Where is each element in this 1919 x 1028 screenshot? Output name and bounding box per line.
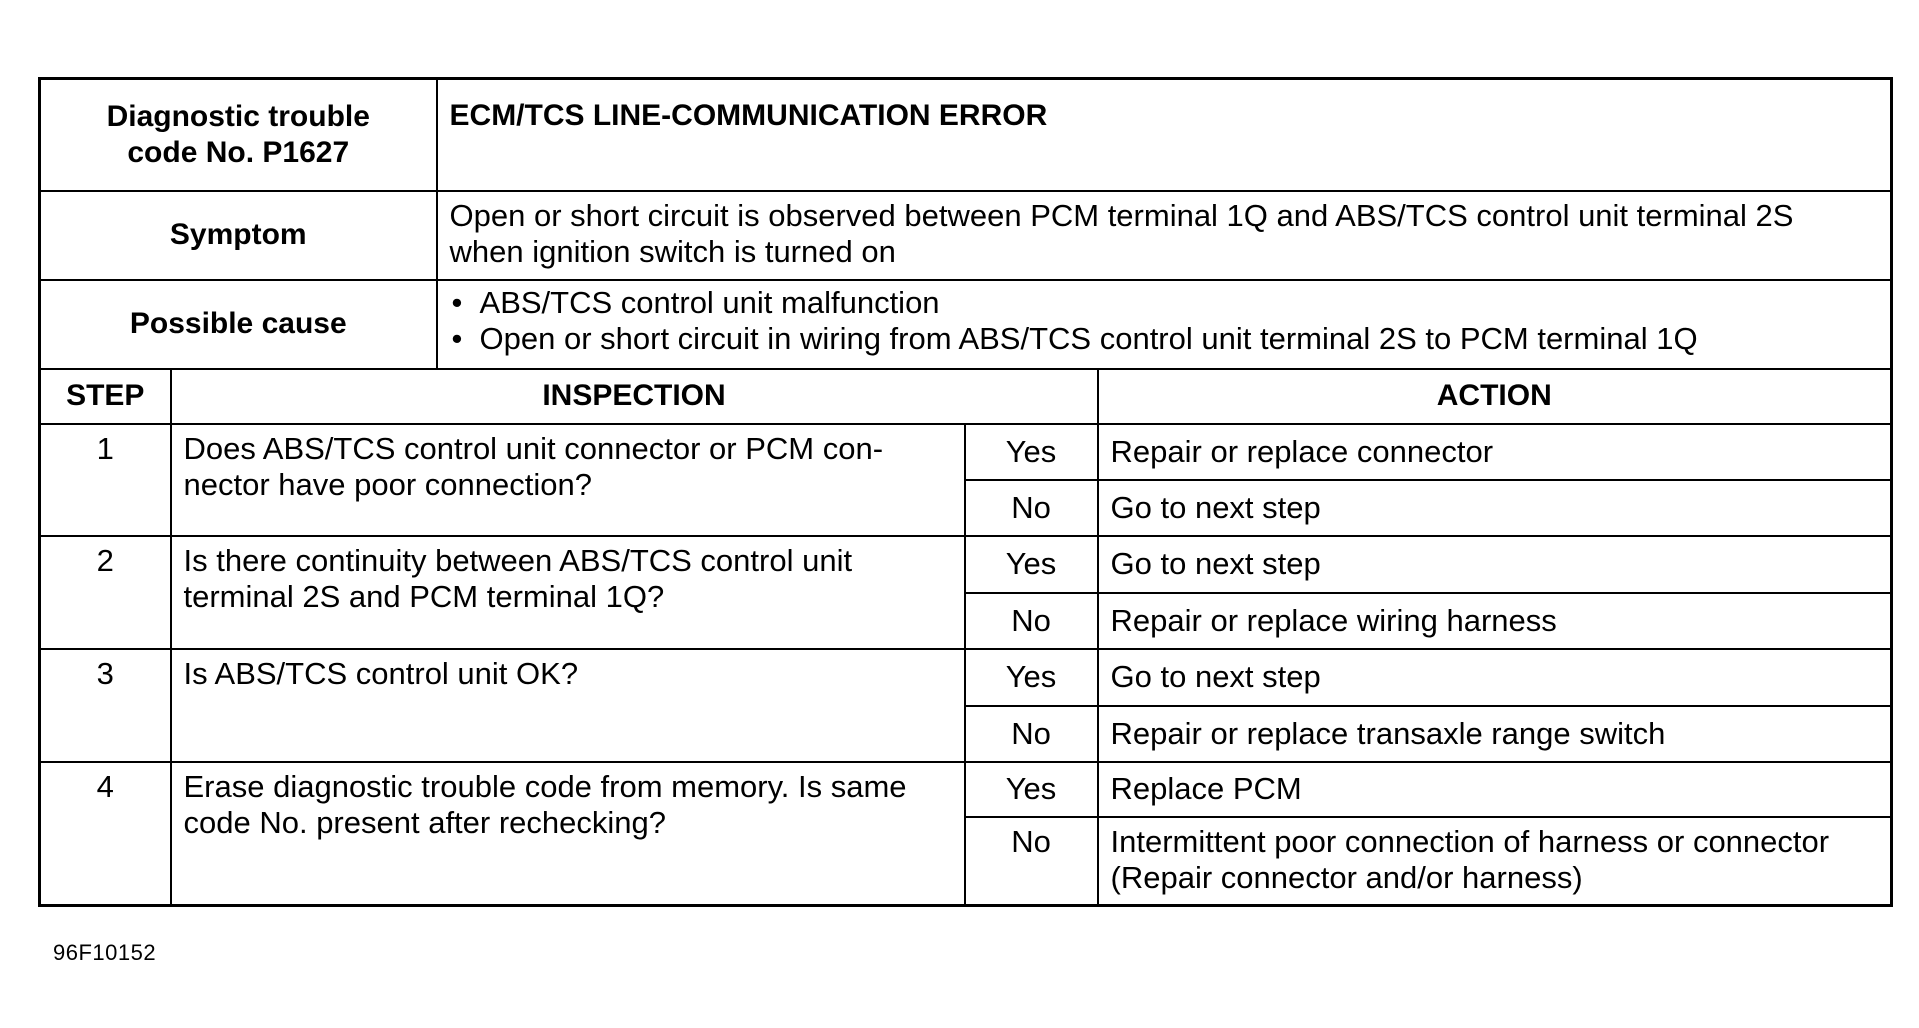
table-row: 2 Is there continuity between ABS/TCS co…: [38, 534, 1894, 650]
yes-action: Replace PCM: [1096, 760, 1894, 818]
no-label: No: [963, 704, 1099, 763]
yes-label: Yes: [963, 647, 1099, 707]
step-number: 1: [38, 422, 172, 537]
inspection-line: Does ABS/TCS control unit connector or P…: [183, 430, 884, 466]
step-number: 4: [38, 760, 172, 907]
symptom-text-cell: Open or short circuit is observed betwee…: [435, 189, 1894, 281]
step-number: 2: [38, 534, 172, 650]
table-row: 3 Is ABS/TCS control unit OK? Yes Go to …: [38, 647, 1894, 763]
inspection-line: nector have poor connection?: [183, 466, 592, 502]
inspection-line: code No. present after rechecking?: [183, 804, 667, 840]
step-column-header: STEP: [38, 367, 172, 425]
yes-label: Yes: [963, 534, 1099, 594]
yes-action: Go to next step: [1096, 647, 1894, 707]
cause-list: • ABS/TCS control unit malfunction • Open …: [438, 281, 1891, 357]
no-action: Repair or replace transaxle range switch: [1096, 704, 1894, 763]
inspection-text: Does ABS/TCS control unit connector or P…: [169, 422, 966, 537]
yes-label: Yes: [963, 760, 1099, 818]
column-header-row: STEP INSPECTION ACTION: [38, 367, 1894, 425]
cause-row: Possible cause • ABS/TCS control unit mal…: [37, 278, 1894, 370]
no-label: No: [963, 815, 1099, 907]
figure-id: 96F10152: [53, 940, 157, 965]
action-line: Intermittent poor connection of harness …: [1110, 823, 1830, 859]
table-row: No Repair or replace wiring harness: [40, 591, 1894, 650]
yes-action: Repair or replace connector: [1096, 422, 1894, 481]
cause-item: • Open or short circuit in wiring from AB…: [450, 321, 1879, 357]
inspection-text: Erase diagnostic trouble code from memor…: [169, 760, 966, 907]
no-action: Go to next step: [1096, 478, 1894, 537]
possible-cause-label: Possible cause: [37, 278, 438, 370]
no-action: Repair or replace wiring harness: [1096, 591, 1894, 650]
cause-text: Open or short circuit in wiring from ABS…: [479, 320, 1698, 356]
table-row: No Go to next step: [40, 478, 1894, 537]
action-line: (Repair connector and/or harness): [1110, 859, 1583, 895]
code-label-line1: Diagnostic trouble: [106, 99, 370, 133]
bullet-icon: •: [451, 284, 463, 320]
inspection-column-header: INSPECTION: [169, 367, 1099, 425]
diagnostic-table: Diagnostic trouble code No. P1627 ECM/TC…: [37, 77, 1894, 907]
code-label-line2: code No. P1627: [127, 135, 350, 169]
no-label: No: [963, 478, 1099, 537]
inspection-line: Is ABS/TCS control unit OK?: [183, 655, 579, 691]
cause-item: • ABS/TCS control unit malfunction: [450, 285, 1879, 321]
code-row: Diagnostic trouble code No. P1627 ECM/TC…: [37, 77, 1894, 192]
table-row: 4 Erase diagnostic trouble code from mem…: [38, 760, 1894, 907]
symptom-row: Symptom Open or short circuit is observe…: [37, 189, 1894, 281]
inspection-line: terminal 2S and PCM terminal 1Q?: [183, 578, 665, 614]
inspection-text: Is ABS/TCS control unit OK?: [169, 647, 966, 763]
inspection-line: Is there continuity between ABS/TCS cont…: [183, 542, 853, 578]
yes-action: Go to next step: [1096, 534, 1894, 594]
possible-cause-cell: • ABS/TCS control unit malfunction • Open …: [435, 278, 1894, 370]
dtc-title: ECM/TCS LINE-COMMUNICATION ERROR: [435, 77, 1894, 192]
table-row: No Repair or replace transaxle range swi…: [40, 704, 1894, 763]
table-row: 1 Does ABS/TCS control unit connector or…: [38, 422, 1894, 537]
code-label-cell: Diagnostic trouble code No. P1627: [37, 77, 438, 192]
action-column-header: ACTION: [1096, 367, 1894, 425]
inspection-line: Erase diagnostic trouble code from memor…: [183, 768, 907, 804]
yes-label: Yes: [963, 422, 1099, 481]
step-number: 3: [38, 647, 172, 763]
no-label: No: [963, 591, 1099, 650]
bullet-icon: •: [451, 320, 463, 356]
inspection-text: Is there continuity between ABS/TCS cont…: [169, 534, 966, 650]
cause-text: ABS/TCS control unit malfunction: [479, 284, 940, 320]
symptom-label: Symptom: [37, 189, 438, 281]
symptom-text-line2: when ignition switch is turned on: [449, 233, 896, 269]
symptom-text-line1: Open or short circuit is observed betwee…: [449, 197, 1794, 233]
no-action: Intermittent poor connection of harness …: [1096, 815, 1894, 907]
table-row: No Intermittent poor connection of harne…: [40, 815, 1894, 907]
